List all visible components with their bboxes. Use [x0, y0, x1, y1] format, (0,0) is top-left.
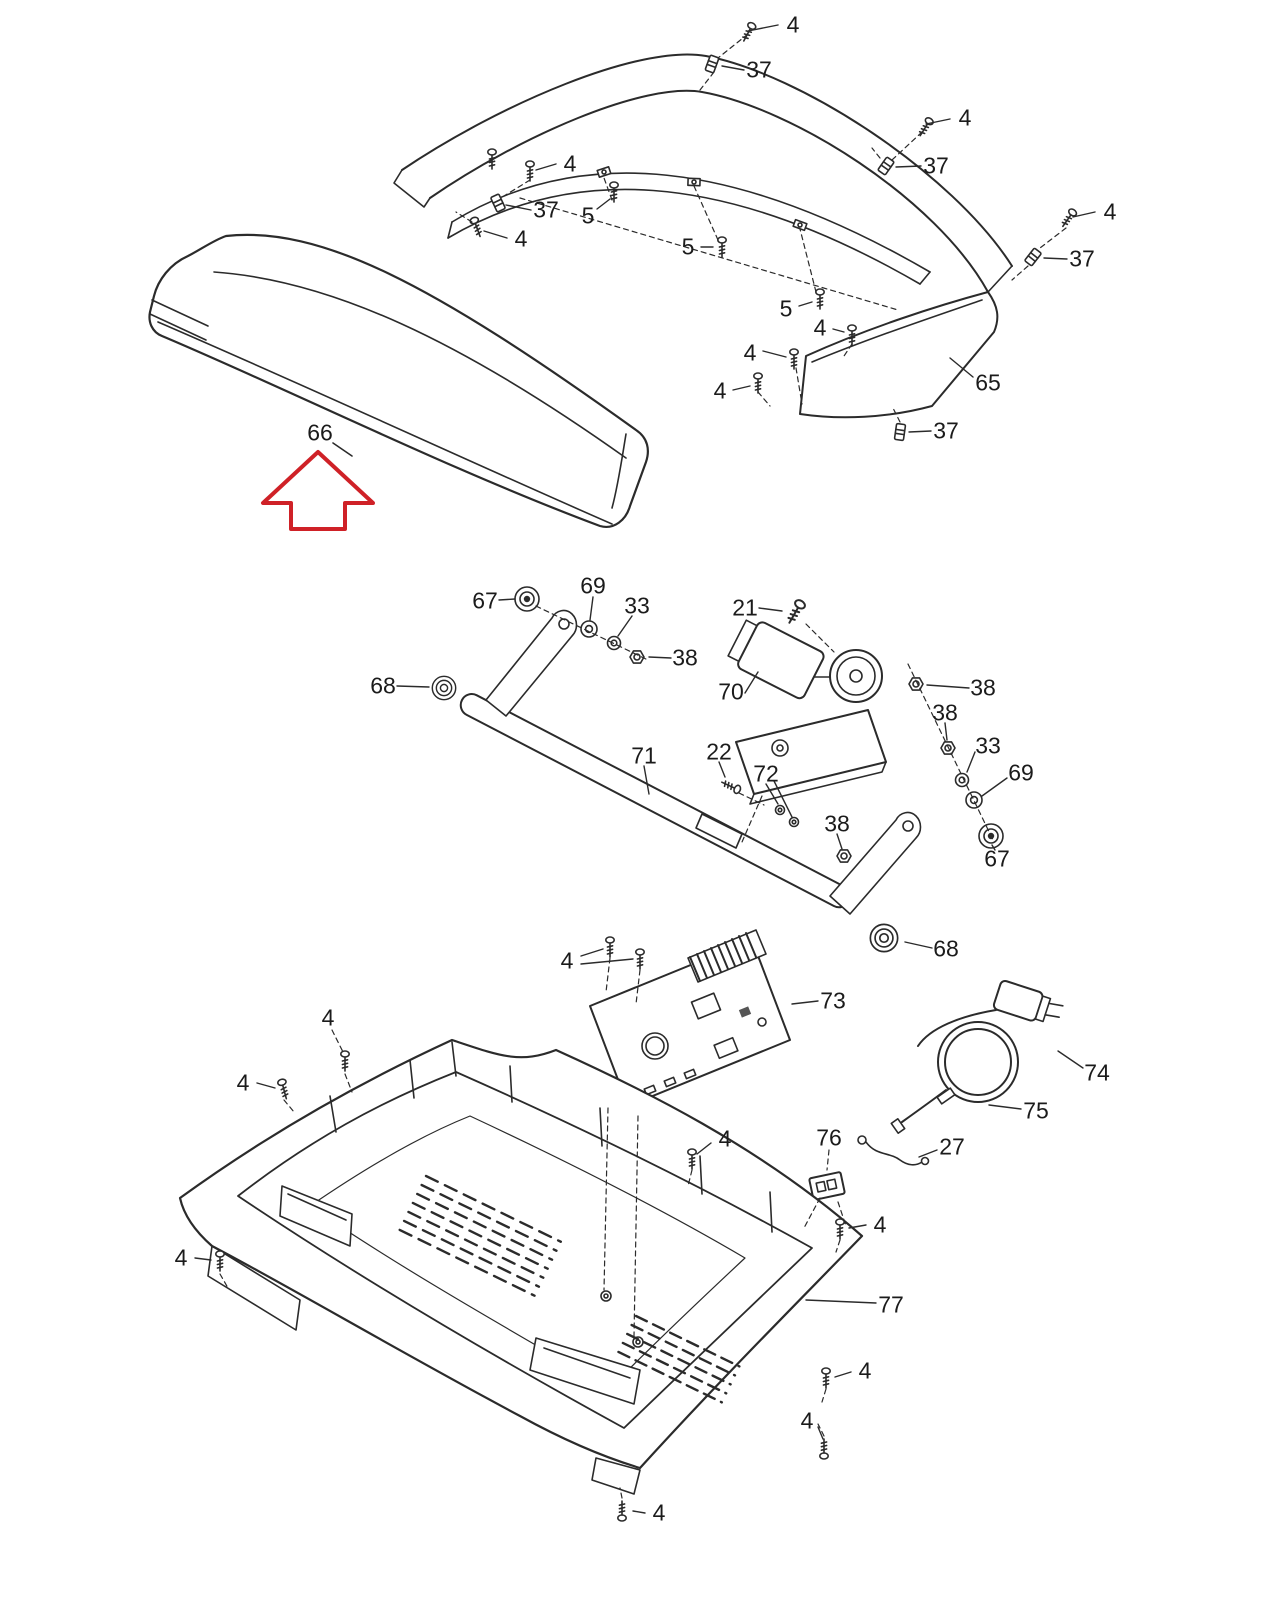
- part-label-5: 5: [779, 295, 793, 322]
- part-label-76: 76: [816, 1124, 842, 1151]
- leader-lines: [194, 24, 1096, 1514]
- part-label-72: 72: [753, 760, 779, 787]
- part-label-74: 74: [1084, 1059, 1110, 1086]
- part-label-4: 4: [858, 1357, 872, 1384]
- part-label-66-highlighted: 66: [307, 419, 333, 446]
- part-label-37: 37: [746, 56, 772, 83]
- part-label-71: 71: [631, 742, 657, 769]
- part-label-4: 4: [560, 947, 574, 974]
- part-label-4: 4: [713, 377, 727, 404]
- ground-wire-27: [857, 1135, 930, 1166]
- part-label-67: 67: [984, 845, 1010, 872]
- drive-motor-70: [727, 619, 887, 805]
- part-label-33: 33: [975, 732, 1001, 759]
- cord-clamp-75: [936, 1087, 956, 1105]
- part-label-37: 37: [1069, 245, 1095, 272]
- part-label-4: 4: [813, 314, 827, 341]
- power-cord-74: [890, 980, 1064, 1135]
- part-label-70: 70: [718, 678, 744, 705]
- part-label-38: 38: [824, 810, 850, 837]
- part-label-69: 69: [580, 572, 606, 599]
- part-label-38: 38: [932, 699, 958, 726]
- part-label-4: 4: [800, 1407, 814, 1434]
- part-label-4: 4: [563, 150, 577, 177]
- part-label-37: 37: [933, 417, 959, 444]
- part-label-73: 73: [820, 987, 846, 1014]
- part-label-4: 4: [652, 1499, 666, 1526]
- part-label-5: 5: [581, 202, 595, 229]
- part-label-4: 4: [321, 1004, 335, 1031]
- part-label-4: 4: [174, 1244, 188, 1271]
- controller-board-73: [589, 929, 791, 1107]
- part-label-77: 77: [878, 1291, 904, 1318]
- part-label-68: 68: [933, 935, 959, 962]
- pulley-washer-stacks: [514, 586, 1004, 863]
- part-label-37: 37: [533, 196, 559, 223]
- part-label-37: 37: [923, 152, 949, 179]
- dashed-guides: [219, 33, 1067, 1499]
- part-label-38: 38: [970, 674, 996, 701]
- part-label-69: 69: [1008, 759, 1034, 786]
- part-label-33: 33: [624, 592, 650, 619]
- base-tray-77: [178, 1038, 864, 1495]
- hood-frame: [393, 53, 1013, 419]
- vent-slots: [398, 1174, 741, 1404]
- part-label-68: 68: [370, 672, 396, 699]
- part-label-4: 4: [958, 104, 972, 131]
- highlight-arrow-icon: [261, 450, 375, 531]
- part-label-65: 65: [975, 369, 1001, 396]
- part-label-4: 4: [718, 1125, 732, 1152]
- part-label-27: 27: [939, 1133, 965, 1160]
- hood-cover: [148, 233, 649, 528]
- part-label-4: 4: [873, 1211, 887, 1238]
- part-label-4: 4: [786, 11, 800, 38]
- part-label-38: 38: [672, 644, 698, 671]
- part-label-4: 4: [743, 339, 757, 366]
- part-label-4: 4: [236, 1069, 250, 1096]
- part-label-4: 4: [514, 225, 528, 252]
- part-label-21: 21: [732, 594, 758, 621]
- part-label-4: 4: [1103, 198, 1117, 225]
- part-label-75: 75: [1023, 1097, 1049, 1124]
- roller-frame-71: [459, 609, 922, 915]
- part-label-67: 67: [472, 587, 498, 614]
- part-label-5: 5: [681, 233, 695, 260]
- part-label-22: 22: [706, 738, 732, 765]
